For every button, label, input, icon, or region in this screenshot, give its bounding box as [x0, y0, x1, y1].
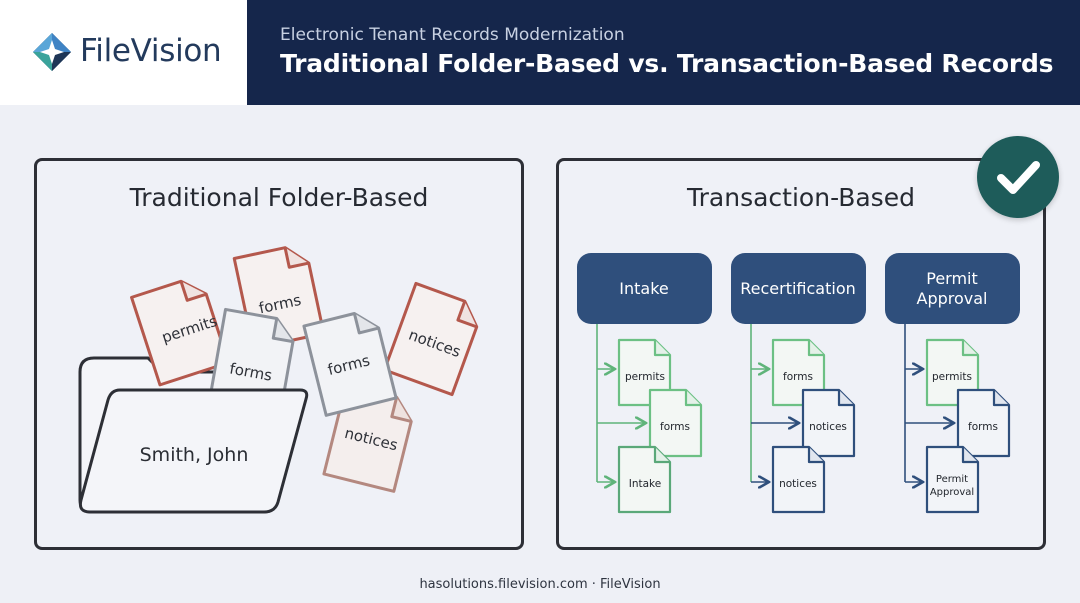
transaction-box-intake [577, 253, 712, 324]
doc-forms-gray-left [208, 307, 295, 415]
small-doc-label: Intake [629, 478, 661, 490]
small-doc-forms-green [648, 388, 703, 458]
small-doc-label: forms [783, 371, 813, 383]
small-doc-label: Approval [930, 487, 974, 498]
check-badge [977, 136, 1059, 218]
transaction-box-permit-approval [885, 253, 1020, 324]
logo-area: FileVision [0, 0, 247, 105]
small-doc-notices-blue [801, 388, 856, 458]
transaction-label: Recertification [740, 279, 856, 298]
footer-text: hasolutions.filevision.com · FileVision [419, 577, 661, 592]
doc-permits-red [130, 279, 230, 387]
header-subtitle: Electronic Tenant Records Modernization [280, 25, 625, 45]
recertification-connectors [750, 324, 799, 482]
small-doc-label: forms [660, 421, 690, 433]
small-doc-label: Permit [936, 474, 968, 485]
doc-notices-red [382, 281, 479, 397]
checkmark-icon [997, 161, 1040, 194]
small-doc-forms-green-col2 [771, 338, 826, 407]
header-title: Traditional Folder-Based vs. Transaction… [280, 49, 1054, 78]
small-doc-permits-green-col3 [925, 338, 980, 407]
folder-label: Smith, John [140, 444, 249, 466]
transaction-label: Intake [619, 279, 668, 298]
small-doc-label: permits [625, 371, 665, 383]
transaction-box-recertification [731, 253, 866, 324]
traditional-panel-title: Traditional Folder-Based [129, 183, 429, 212]
transaction-label: Permit [926, 269, 978, 288]
doc-forms-gray-center [302, 311, 398, 417]
small-doc-label: permits [932, 371, 972, 383]
small-doc-label: notices [809, 421, 847, 433]
brand-name: FileVision [80, 33, 222, 69]
small-doc-label: forms [968, 421, 998, 433]
intake-connectors [596, 324, 646, 482]
small-doc-forms-blue [956, 388, 1011, 458]
permit-approval-connectors [904, 324, 954, 482]
small-doc-label: notices [779, 478, 817, 490]
small-doc-permit-approval-blue [925, 445, 980, 514]
small-doc-permits-green [617, 338, 672, 407]
transaction-panel-title: Transaction-Based [687, 183, 915, 212]
header-band: Electronic Tenant Records Modernization … [247, 0, 1080, 105]
small-doc-notices-blue-lower [771, 445, 826, 514]
transaction-label: Approval [917, 289, 988, 308]
folder-front [78, 388, 309, 514]
filevision-diamond-logo-icon [33, 33, 71, 71]
small-doc-intake-green [617, 445, 672, 514]
